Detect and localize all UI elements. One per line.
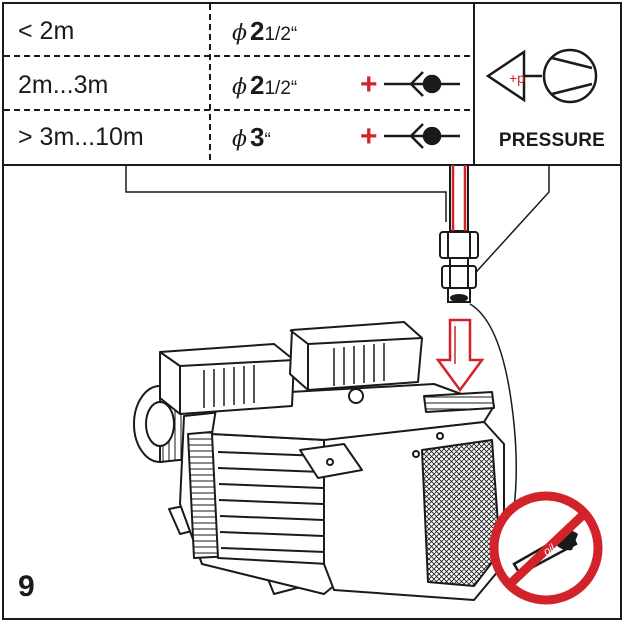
check-valve-icon-row3	[384, 123, 460, 149]
table-grid	[4, 4, 620, 166]
diameter-symbol: ϕ	[232, 75, 247, 100]
diameter-symbol: ϕ	[232, 127, 247, 152]
check-valve-icon-row2	[384, 71, 460, 97]
leader-lines	[125, 165, 550, 287]
plus-icon: +	[360, 68, 378, 101]
hose-length-cell: 2m...3m	[18, 71, 109, 99]
pressure-sign-text: +p	[509, 70, 525, 86]
pump-installation-drawing: +p	[4, 4, 620, 605]
no-oil-prohibition-sign	[489, 491, 603, 605]
figure-number: 9	[18, 570, 35, 603]
pressure-label: PRESSURE	[498, 130, 606, 151]
diameter-symbol: ϕ	[232, 21, 247, 46]
connect-arrow-icon	[435, 318, 485, 393]
hose-length-cell: < 2m	[18, 17, 75, 45]
plus-icon: +	[360, 120, 378, 153]
hose-length-cell: > 3m...10m	[18, 123, 144, 151]
pressure-pump-symbol	[485, 48, 598, 104]
vacuum-pump-illustration	[133, 321, 505, 601]
pipe-and-fittings	[439, 164, 479, 303]
